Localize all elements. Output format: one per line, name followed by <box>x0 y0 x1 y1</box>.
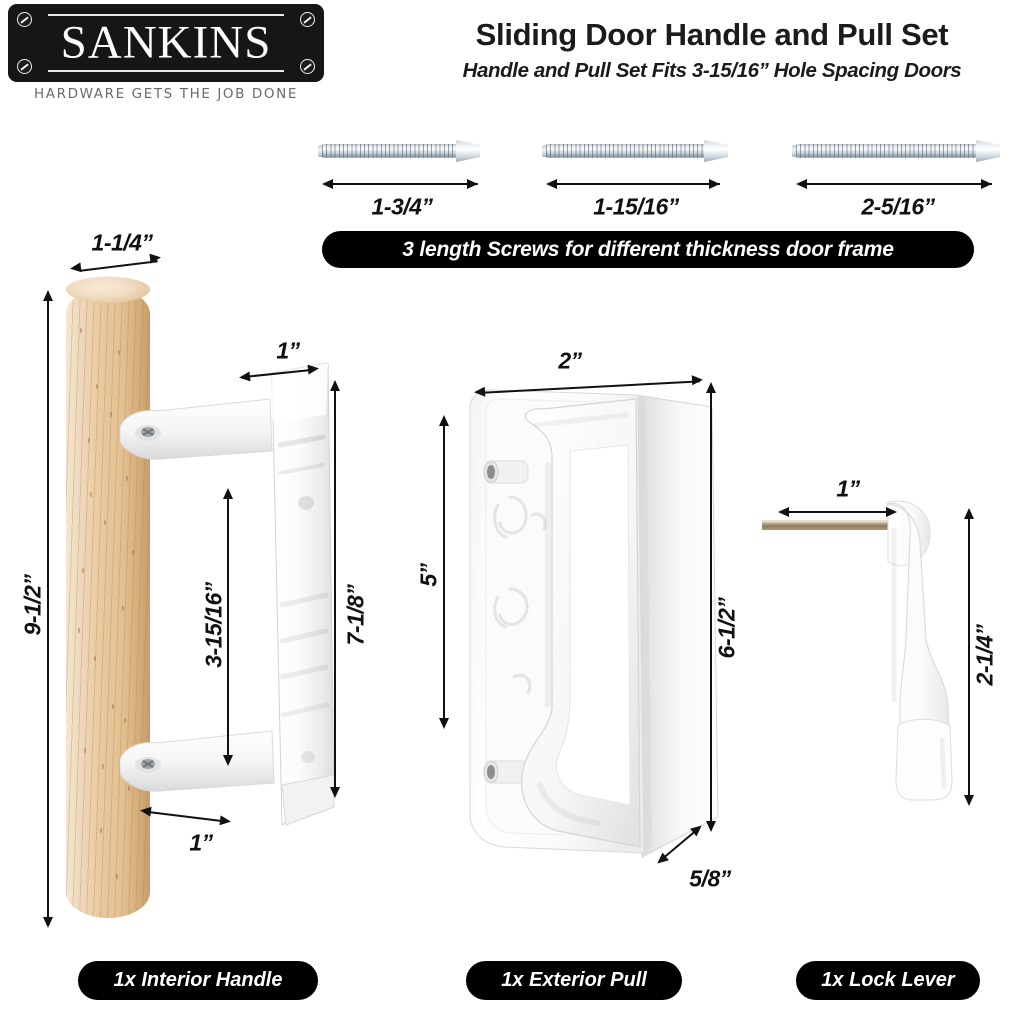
screw-shaft <box>322 144 456 158</box>
screw-head-icon <box>17 12 32 27</box>
pull-overall-height-dim-line <box>710 392 712 824</box>
screw-image-3 <box>792 140 1000 162</box>
screw-length-label-1: 1-3/4” <box>371 193 433 220</box>
page-subtitle: Handle and Pull Set Fits 3-15/16” Hole S… <box>462 59 962 82</box>
screw-length-label-2: 1-15/16” <box>593 193 679 220</box>
dim-label-lever-height: 2-1/4” <box>971 624 998 686</box>
arrow-left-icon <box>473 386 486 398</box>
screw-head <box>704 140 728 162</box>
arrow-down-icon <box>222 755 233 766</box>
arrow-left-icon <box>796 178 807 189</box>
dim-label-pull-width: 2” <box>558 347 582 374</box>
lever-height-dim-line <box>968 518 970 798</box>
dim-label-lever-spindle: 1” <box>836 475 860 502</box>
screw-length-label-3: 2-5/16” <box>861 193 935 220</box>
arrow-down-icon <box>963 795 974 806</box>
lock-lever-image <box>762 500 953 801</box>
dim-label-plate-height: 7-1/8” <box>342 584 369 646</box>
arrow-up-icon <box>438 415 449 426</box>
wooden-dowel-handle <box>66 288 150 918</box>
page-title: Sliding Door Handle and Pull Set <box>475 17 949 52</box>
arrow-down-icon <box>42 917 53 928</box>
caption-exterior-pull: 1x Exterior Pull <box>466 961 682 1000</box>
caption-lock-lever: 1x Lock Lever <box>796 961 980 1000</box>
dim-label-bracket-depth: 1” <box>189 829 213 856</box>
arrow-down-icon <box>438 718 449 729</box>
arrow-left-icon <box>69 262 82 274</box>
interior-handle-backplate <box>120 362 335 826</box>
dim-label-dowel-height: 9-1/2” <box>19 574 46 636</box>
hole-spacing-dim-line <box>227 498 229 758</box>
arrow-right-icon <box>691 374 704 386</box>
screw-head-icon <box>17 59 32 74</box>
dim-label-pull-depth: 5/8” <box>689 865 731 892</box>
screw-image-1 <box>318 140 480 162</box>
arrow-left-icon <box>238 371 251 383</box>
arrow-up-icon <box>705 382 716 393</box>
arrow-up-icon <box>222 488 233 499</box>
arrow-down-icon <box>705 821 716 832</box>
screw-shaft <box>796 144 976 158</box>
arrow-left-icon <box>139 805 152 817</box>
screw-head-icon <box>300 12 315 27</box>
logo-rule-top <box>48 14 284 16</box>
screw-shaft <box>546 144 704 158</box>
arrow-right-icon <box>307 363 320 375</box>
lever-spindle-dim-line <box>788 511 894 513</box>
screw-dim-line-2 <box>554 183 720 185</box>
screws-banner: 3 length Screws for different thickness … <box>322 231 974 268</box>
screw-image-2 <box>542 140 728 162</box>
arrow-right-icon <box>709 178 720 189</box>
logo-rule-bottom <box>48 70 284 72</box>
arrow-left-icon <box>778 506 789 517</box>
pull-plate-height-dim-line <box>443 425 445 721</box>
screw-head <box>456 140 480 162</box>
screw-dim-line-3 <box>804 183 992 185</box>
screw-tip <box>542 145 547 157</box>
caption-interior-handle: 1x Interior Handle <box>78 961 318 1000</box>
screw-tip <box>318 145 323 157</box>
arrow-right-icon <box>886 506 897 517</box>
screw-dim-line-1 <box>330 183 478 185</box>
exterior-pull-image <box>469 389 719 858</box>
dowel-height-dim-line <box>47 300 49 920</box>
dim-label-pull-overall-height: 6-1/2” <box>713 597 740 659</box>
screw-head-icon <box>300 59 315 74</box>
plate-height-dim-line <box>334 390 336 790</box>
arrow-down-icon <box>329 787 340 798</box>
arrow-right-icon <box>467 178 478 189</box>
dim-label-dowel-width: 1-1/4” <box>91 229 153 256</box>
arrow-up-icon <box>963 508 974 519</box>
brand-logo: SANKINS <box>8 4 324 82</box>
arrow-left-icon <box>546 178 557 189</box>
brand-name: SANKINS <box>60 16 272 69</box>
dowel-width-dim-line <box>80 260 158 272</box>
arrow-up-icon <box>329 380 340 391</box>
arrow-up-icon <box>42 290 53 301</box>
dim-label-arm-projection-top: 1” <box>276 337 300 364</box>
screw-tip <box>792 145 797 157</box>
arrow-left-icon <box>322 178 333 189</box>
arrow-right-icon <box>219 815 232 827</box>
dim-label-hole-spacing: 3-15/16” <box>200 582 227 668</box>
screw-head <box>976 140 1000 162</box>
dowel-top-face <box>66 276 150 303</box>
arrow-right-icon <box>981 178 992 189</box>
brand-tagline: HARDWARE GETS THE JOB DONE <box>34 86 298 102</box>
dim-label-pull-plate-height: 5” <box>415 563 442 587</box>
